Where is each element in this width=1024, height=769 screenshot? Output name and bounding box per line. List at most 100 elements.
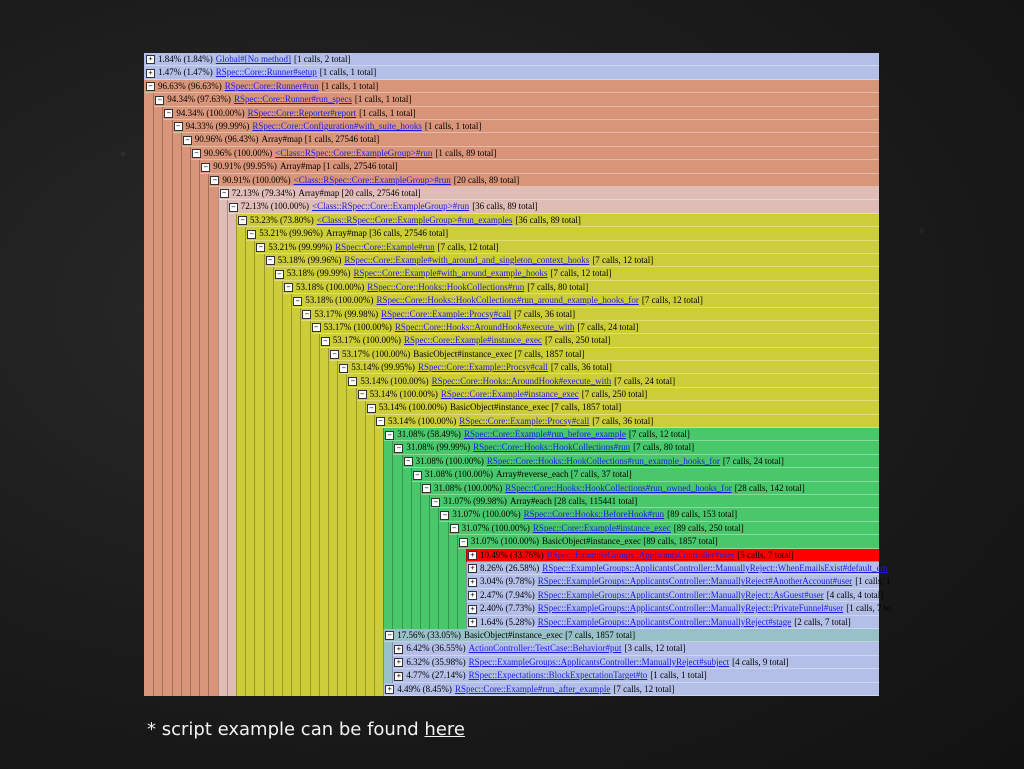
collapse-toggle[interactable]: −	[284, 283, 293, 293]
expand-toggle[interactable]: +	[468, 604, 477, 614]
method-link[interactable]: RSpec::Core::Example#instance_exec	[404, 335, 542, 346]
method-link[interactable]: RSpec::ExampleGroups::ApplicantsControll…	[537, 616, 792, 627]
collapse-toggle[interactable]: −	[449, 524, 459, 534]
collapse-toggle[interactable]: −	[422, 484, 431, 494]
tree-row: −53.18% (99.96%)RSpec::Core::Example#wit…	[264, 254, 879, 268]
method-link[interactable]: RSpec::Core::Configuration#with_suite_ho…	[252, 120, 422, 131]
method-link[interactable]: RSpec::Core::Runner#setup	[215, 67, 317, 78]
expand-toggle[interactable]: +	[468, 577, 477, 587]
expand-toggle[interactable]: +	[385, 685, 395, 695]
expand-toggle[interactable]: +	[394, 658, 404, 668]
percent-label: 6.42% (36.55%)	[406, 643, 466, 654]
collapse-toggle[interactable]: −	[385, 631, 395, 641]
collapse-toggle[interactable]: −	[164, 109, 174, 119]
tree-row: −31.08% (58.49%)RSpec::Core::Example#run…	[384, 428, 879, 442]
method-link[interactable]: RSpec::Core::Example#instance_exec	[532, 522, 671, 533]
expand-toggle[interactable]: +	[468, 591, 477, 601]
method-link[interactable]: RSpec::ExampleGroups::ApplicantsControll…	[546, 549, 735, 560]
collapse-toggle[interactable]: −	[302, 309, 312, 319]
collapse-toggle[interactable]: −	[146, 82, 155, 92]
collapse-toggle[interactable]: −	[403, 457, 413, 467]
collapse-toggle[interactable]: −	[210, 176, 220, 185]
method-link[interactable]: RSpec::Core::Example#with_around_and_sin…	[344, 254, 590, 265]
method-link[interactable]: RSpec::Core::Hooks::HookCollections#run_…	[505, 482, 732, 493]
method-link[interactable]: RSpec::Core::Reporter#report	[247, 107, 357, 118]
collapse-toggle[interactable]: −	[385, 430, 395, 440]
collapse-toggle[interactable]: −	[458, 537, 468, 547]
method-link[interactable]: RSpec::Core::Example#instance_exec	[440, 388, 579, 399]
collapse-toggle[interactable]: −	[238, 216, 247, 226]
method-link[interactable]: <Class::RSpec::Core::ExampleGroup>#run	[293, 174, 451, 185]
tree-node-bar	[383, 682, 879, 696]
collapse-toggle[interactable]: −	[357, 390, 367, 400]
method-link[interactable]: RSpec::Core::Hooks::HookCollections#run_…	[376, 295, 639, 306]
collapse-toggle[interactable]: −	[376, 417, 385, 427]
collapse-toggle[interactable]: −	[173, 122, 183, 132]
collapse-toggle[interactable]: −	[201, 162, 211, 172]
method-link[interactable]: RSpec::Core::Hooks::BeforeHook#run	[523, 509, 665, 520]
expand-toggle[interactable]: +	[146, 68, 155, 78]
collapse-toggle[interactable]: −	[412, 470, 422, 480]
collapse-toggle[interactable]: −	[192, 149, 201, 159]
tree-row: +6.32% (35.98%)RSpec::ExampleGroups::App…	[393, 656, 879, 670]
collapse-toggle[interactable]: −	[219, 189, 229, 199]
method-link[interactable]: <Class::RSpec::Core::ExampleGroup>#run_e…	[316, 214, 513, 225]
call-count-label: [7 calls, 12 total]	[437, 241, 499, 252]
collapse-toggle[interactable]: −	[228, 202, 238, 212]
expand-toggle[interactable]: +	[468, 564, 477, 574]
method-link[interactable]: RSpec::Core::Example#run	[335, 241, 435, 252]
collapse-toggle[interactable]: −	[265, 256, 275, 266]
method-link[interactable]: RSpec::ExampleGroups::ApplicantsControll…	[537, 576, 853, 587]
method-link[interactable]: RSpec::ExampleGroups::ApplicantsControll…	[468, 656, 730, 667]
percent-label: 90.96% (96.43%)	[194, 134, 259, 145]
collapse-toggle[interactable]: −	[247, 229, 257, 239]
collapse-toggle[interactable]: −	[440, 510, 450, 520]
collapse-toggle[interactable]: −	[256, 242, 266, 252]
method-link[interactable]: RSpec::ExampleGroups::ApplicantsControll…	[537, 603, 844, 614]
method-link[interactable]: RSpec::Core::Hooks::AroundHook#execute_w…	[431, 375, 612, 386]
expand-toggle[interactable]: +	[468, 618, 477, 628]
collapse-toggle[interactable]: −	[320, 336, 330, 346]
collapse-toggle[interactable]: −	[274, 269, 284, 279]
tree-row: +6.42% (36.55%)ActionController::TestCas…	[393, 642, 879, 656]
caption-link[interactable]: here	[424, 719, 465, 740]
expand-toggle[interactable]: +	[394, 644, 404, 654]
percent-label: 72.13% (79.34%)	[231, 187, 296, 198]
collapse-toggle[interactable]: −	[431, 497, 441, 507]
method-link[interactable]: RSpec::Core::Runner#run	[224, 80, 319, 91]
method-link[interactable]: <Class::RSpec::Core::ExampleGroup>#run	[275, 147, 433, 158]
method-link[interactable]: ActionController::TestCase::Behavior#put	[468, 643, 622, 654]
method-link[interactable]: RSpec::Core::Hooks::HookCollections#run	[473, 442, 631, 453]
expand-toggle[interactable]: +	[468, 551, 477, 561]
method-link[interactable]: RSpec::Core::Example#with_around_example…	[353, 268, 548, 279]
collapse-toggle[interactable]: −	[182, 135, 192, 145]
percent-label: 2.47% (7.94%)	[480, 589, 535, 600]
method-link[interactable]: RSpec::Core::Example::Procsy#call	[381, 308, 512, 319]
collapse-toggle[interactable]: −	[339, 363, 349, 373]
collapse-toggle[interactable]: −	[394, 443, 404, 453]
method-link[interactable]: RSpec::Core::Example#run_before_example	[463, 429, 626, 440]
tree-row: −90.96% (100.00%)<Class::RSpec::Core::Ex…	[191, 147, 879, 161]
expand-toggle[interactable]: +	[394, 671, 404, 681]
collapse-toggle[interactable]: −	[311, 323, 321, 333]
collapse-toggle[interactable]: −	[348, 376, 358, 386]
method-link[interactable]: RSpec::Core::Hooks::HookCollections#run	[367, 281, 525, 292]
method-link[interactable]: RSpec::Core::Hooks::HookCollections#run_…	[486, 455, 720, 466]
collapse-toggle[interactable]: −	[155, 95, 165, 105]
method-link[interactable]: RSpec::Core::Example#run_after_example	[454, 683, 611, 694]
call-count-label: [36 calls, 89 total]	[472, 201, 538, 212]
method-link[interactable]: RSpec::Expectations::BlockExpectationTar…	[468, 670, 648, 681]
collapse-toggle[interactable]: −	[366, 403, 376, 413]
method-link[interactable]: RSpec::ExampleGroups::ApplicantsControll…	[542, 563, 888, 574]
method-link[interactable]: RSpec::Core::Hooks::AroundHook#execute_w…	[394, 321, 575, 332]
collapse-toggle[interactable]: −	[330, 350, 339, 360]
method-link[interactable]: RSpec::ExampleGroups::ApplicantsControll…	[537, 589, 824, 600]
expand-toggle[interactable]: +	[146, 55, 155, 65]
method-link[interactable]: RSpec::Core::Runner#run_specs	[233, 94, 352, 105]
method-link[interactable]: Global#[No method]	[215, 54, 291, 64]
method-link[interactable]: <Class::RSpec::Core::ExampleGroup>#run	[312, 201, 470, 212]
collapse-toggle[interactable]: −	[293, 296, 303, 306]
method-link[interactable]: RSpec::Core::Example::Procsy#call	[459, 415, 590, 426]
percent-label: 90.96% (100.00%)	[204, 147, 273, 158]
method-link[interactable]: RSpec::Core::Example::Procsy#call	[417, 362, 548, 373]
